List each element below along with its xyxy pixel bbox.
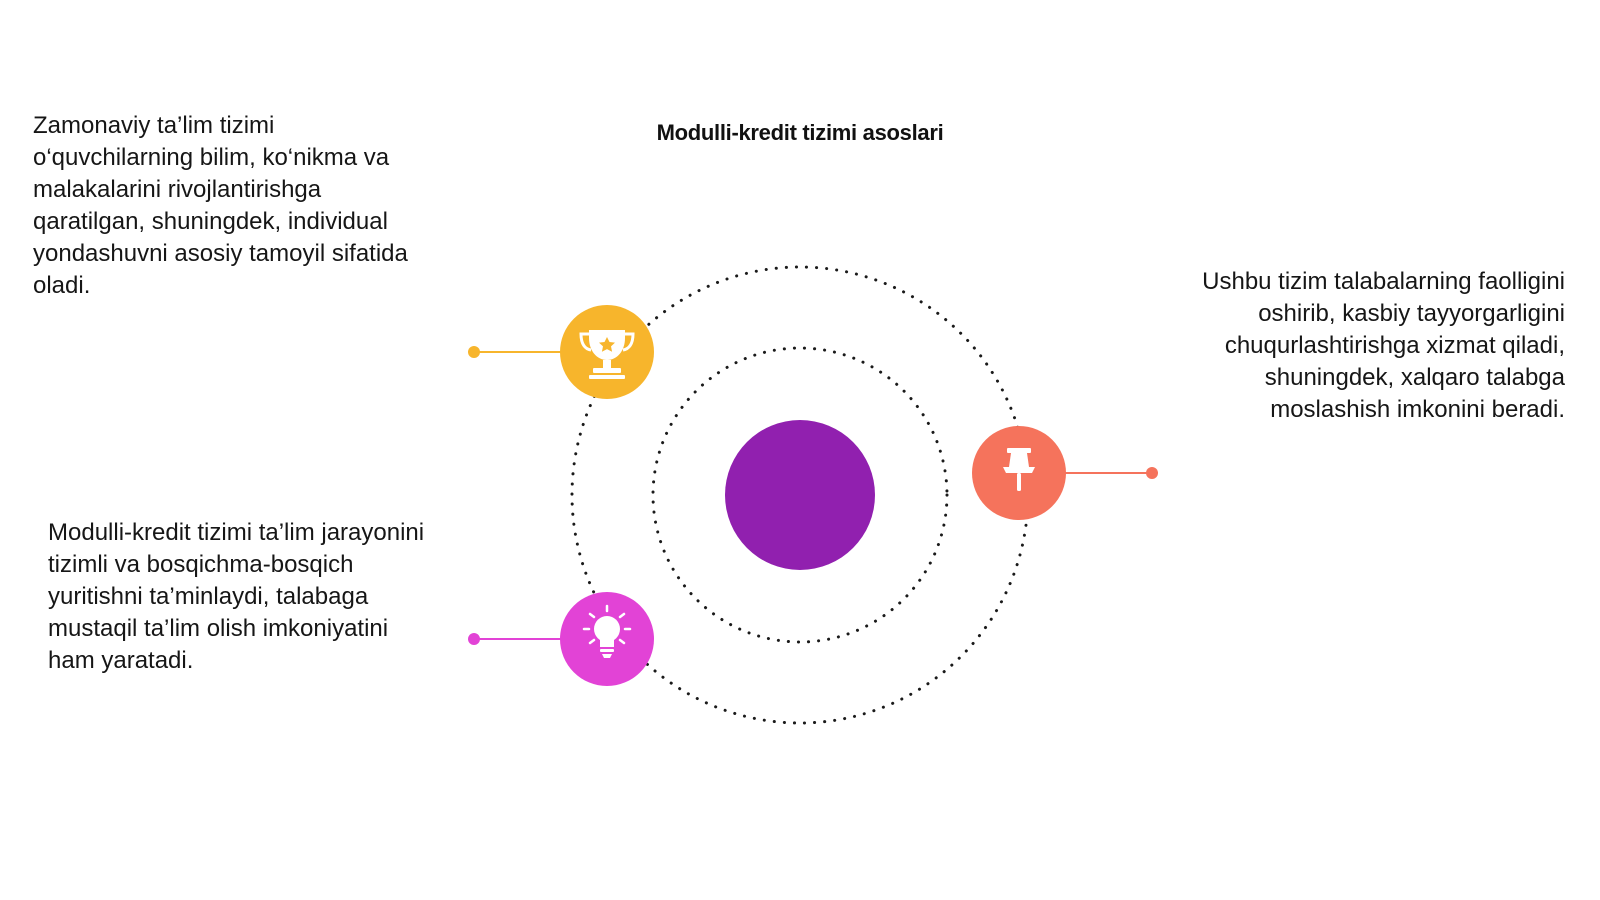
diagram-title: Modulli-kredit tizimi asoslari bbox=[656, 120, 944, 145]
lightbulb-node bbox=[560, 592, 654, 686]
center-circle bbox=[725, 420, 875, 570]
trophy-connector bbox=[468, 346, 562, 358]
text-block-module-credit: Modulli-kredit tizimi ta’lim jarayonini … bbox=[48, 519, 425, 674]
pushpin-connector bbox=[1060, 467, 1158, 479]
lightbulb-connector bbox=[468, 633, 562, 645]
inner-orbit bbox=[651, 346, 949, 644]
trophy-node bbox=[560, 305, 654, 399]
text-block-student-activity: Ushbu tizim talabalarning faolligini osh… bbox=[1202, 268, 1565, 423]
trophy-icon bbox=[579, 330, 635, 379]
lightbulb-icon bbox=[582, 604, 632, 658]
pushpin-icon bbox=[1003, 448, 1035, 491]
text-block-education-system: Zamonaviy ta’lim tizimi o‘quvchilarning … bbox=[33, 112, 408, 299]
pushpin-node bbox=[972, 426, 1066, 520]
